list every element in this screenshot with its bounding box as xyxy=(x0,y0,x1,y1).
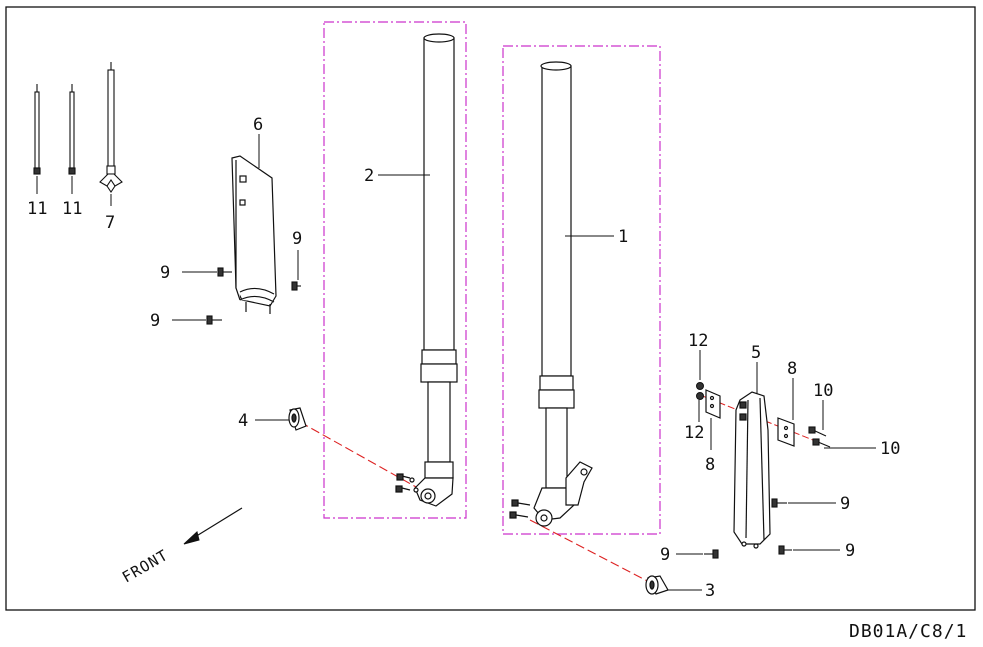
part-label-12-top: 12 xyxy=(688,331,708,351)
cable-clip-7 xyxy=(99,62,123,193)
fork-leg-2-group-box xyxy=(323,21,467,519)
part-label-9e: 9 xyxy=(660,545,670,565)
axle-spacer-3 xyxy=(645,575,669,595)
part-label-6: 6 xyxy=(253,115,263,135)
part-label-11b: 11 xyxy=(62,199,82,219)
part-label-9b: 9 xyxy=(292,229,302,249)
cable-tie-11 xyxy=(33,84,76,175)
part-label-9a: 9 xyxy=(160,263,170,283)
front-direction-arrow xyxy=(183,507,243,545)
part-label-1: 1 xyxy=(618,227,628,247)
part-label-12-bottom: 12 xyxy=(684,423,704,443)
drawing-frame xyxy=(5,6,976,611)
nut-12 xyxy=(696,382,704,400)
part-label-9f: 9 xyxy=(845,541,855,561)
part-label-2: 2 xyxy=(364,166,374,186)
axle-centerline-right xyxy=(529,519,656,586)
fork-leg-1 xyxy=(509,61,593,527)
guard-bracket-8-right xyxy=(777,417,795,447)
part-label-9c: 9 xyxy=(150,311,160,331)
part-label-4: 4 xyxy=(238,411,248,431)
drawing-code: DB01A/C8/1 xyxy=(849,621,967,642)
fork-guard-5 xyxy=(733,391,771,549)
fork-leg-2 xyxy=(395,33,458,507)
axle-spacer-4 xyxy=(288,407,307,431)
part-label-9d: 9 xyxy=(840,494,850,514)
part-label-3: 3 xyxy=(705,581,715,601)
front-label: FRONT xyxy=(119,546,171,587)
fork-leg-1-group-box xyxy=(502,45,661,535)
part-label-8-right: 8 xyxy=(787,359,797,379)
part-label-10-right: 10 xyxy=(880,439,900,459)
part-label-7: 7 xyxy=(105,213,115,233)
fork-guard-6 xyxy=(231,155,277,314)
part-label-8-left: 8 xyxy=(705,455,715,475)
part-label-11a: 11 xyxy=(27,199,47,219)
axle-centerline-left xyxy=(299,421,426,493)
screw-9 xyxy=(206,267,792,559)
bolt-10 xyxy=(808,426,831,448)
part-label-10-top: 10 xyxy=(813,381,833,401)
guard-bracket-8-left xyxy=(705,389,721,419)
part-label-5: 5 xyxy=(751,343,761,363)
